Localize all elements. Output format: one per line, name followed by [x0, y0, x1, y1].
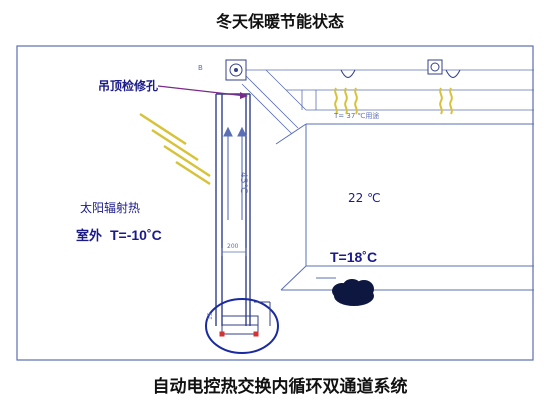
- gap-dimension: 200: [227, 243, 239, 250]
- dimension-line: [221, 248, 247, 256]
- vent-note: T= 37 ℃用途: [333, 111, 379, 120]
- ceiling-structure: [241, 69, 534, 135]
- cavity-air-arrows: [223, 126, 247, 220]
- outdoor-temperature: T=-10˚C: [110, 227, 162, 243]
- leader-arrowhead: [240, 92, 248, 99]
- ceiling-vent: [340, 69, 461, 78]
- bottom-dimension: 15: [207, 312, 214, 320]
- ventilation-diagram: 吊顶检修孔 太阳辐射热 室外 T=-10˚C 22 ℃ T=18˚C 45℃ T…: [16, 45, 534, 361]
- indoor-room: [275, 123, 534, 291]
- cavity-air-temp: 45℃: [238, 172, 248, 194]
- outer-frame: [16, 45, 534, 361]
- diagram-caption: 自动电控热交换内循环双通道系统: [152, 377, 408, 397]
- cloud-icon: [332, 279, 374, 306]
- diagram-title: 冬天保暖节能状态: [215, 12, 344, 31]
- detail-circle: [205, 298, 279, 354]
- leader-line: [157, 85, 247, 97]
- outdoor-prefix-label: 室外: [76, 228, 102, 244]
- ceiling-access-label: 吊顶检修孔: [98, 78, 158, 93]
- exhaust-fan-icon: [427, 59, 443, 75]
- indoor-temperature: 22 ℃: [348, 191, 381, 205]
- glass-facade: [215, 93, 251, 326]
- solar-radiation-label: 太阳辐射热: [80, 200, 140, 215]
- warm-air-arrows: [334, 87, 453, 115]
- diagram-area: 吊顶检修孔 太阳辐射热 室外 T=-10˚C 22 ℃ T=18˚C 45℃ T…: [16, 40, 534, 366]
- corner-marker: B: [198, 64, 203, 72]
- vent-damper-detail: [219, 301, 271, 337]
- cavity-temperature: T=18˚C: [330, 249, 377, 265]
- solar-radiation-arrows: [139, 112, 211, 186]
- fan-unit-icon: [225, 59, 247, 81]
